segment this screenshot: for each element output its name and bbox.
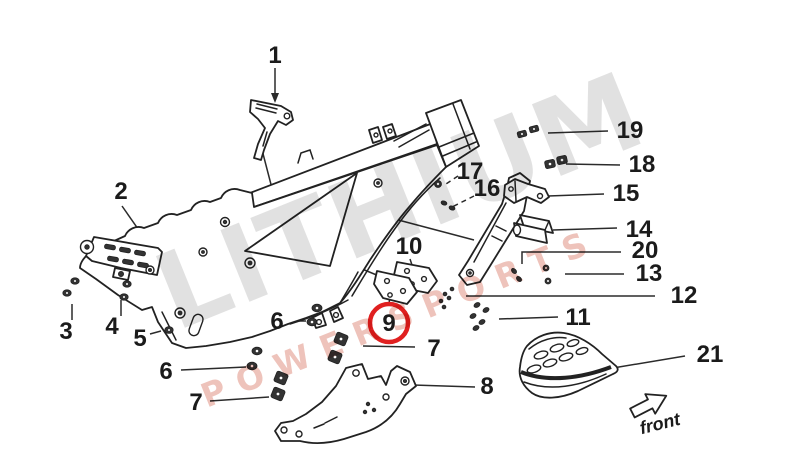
callout-19: 19 xyxy=(616,117,644,144)
part-15-bracket xyxy=(504,179,549,203)
part-20-screws xyxy=(510,267,522,282)
callout-20: 20 xyxy=(631,237,659,264)
callout-4: 4 xyxy=(105,313,119,340)
part-19-nuts xyxy=(517,125,539,138)
callout-17: 17 xyxy=(456,158,484,185)
callout-13: 13 xyxy=(635,260,663,287)
callout-18: 18 xyxy=(628,151,656,178)
callout-1: 1 xyxy=(268,42,282,69)
part-11-screws xyxy=(469,301,490,331)
callout-14: 14 xyxy=(625,216,653,243)
callout-2: 2 xyxy=(114,178,128,205)
callout-12: 12 xyxy=(670,282,698,309)
callout-7a: 7 xyxy=(427,335,441,362)
part-16-screws xyxy=(440,200,455,211)
callout-21: 21 xyxy=(696,341,724,368)
callout-6a: 6 xyxy=(270,308,284,335)
part-7-nuts xyxy=(270,332,348,402)
part-4-bolts xyxy=(120,281,131,300)
part-8-bracket xyxy=(275,364,416,443)
part-9-bracket xyxy=(374,271,417,304)
callout-9-highlighted: 9 xyxy=(382,310,396,337)
part-17-bolt xyxy=(435,181,442,188)
frame-main-body xyxy=(80,100,479,348)
callout-10: 10 xyxy=(395,233,423,260)
callout-6b: 6 xyxy=(159,358,173,385)
part-1-bracket xyxy=(250,100,293,160)
callout-15: 15 xyxy=(612,180,640,207)
part-14-bushing xyxy=(514,215,554,243)
part-3-bolts xyxy=(63,278,79,296)
callout-7b: 7 xyxy=(189,389,203,416)
part-2-plate xyxy=(81,237,163,280)
part-13-screws xyxy=(543,265,551,284)
part-12-rivets xyxy=(439,287,454,309)
callout-5: 5 xyxy=(133,325,147,352)
part-6-grommets xyxy=(247,304,322,370)
part-18-nuts xyxy=(544,155,567,169)
part-5-bolt xyxy=(165,327,173,334)
front-direction-arrow xyxy=(627,386,671,423)
callout-8: 8 xyxy=(480,373,494,400)
callout-11: 11 xyxy=(565,304,591,331)
callout-3: 3 xyxy=(59,318,73,345)
callout-16: 16 xyxy=(473,175,501,202)
highlight-circle-part-9 xyxy=(370,304,408,342)
part-21-pad xyxy=(520,333,618,398)
